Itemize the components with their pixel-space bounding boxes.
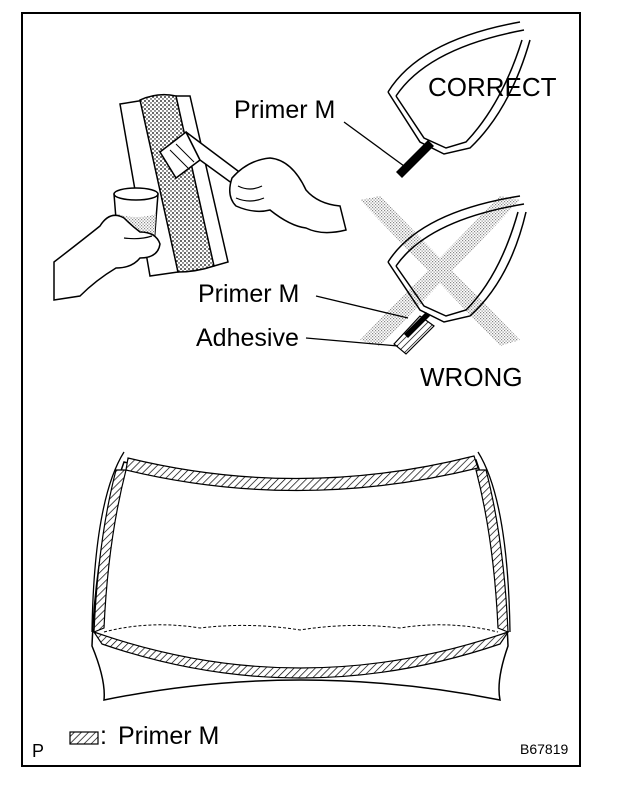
hatched-rectangle-icon — [69, 731, 99, 745]
figure-code: B67819 — [520, 741, 569, 757]
body-pillar — [119, 93, 229, 277]
legend-colon: : — [100, 722, 107, 750]
legend-label: Primer M — [118, 722, 220, 750]
label-wrong: WRONG — [420, 362, 523, 392]
label-adhesive: Adhesive — [196, 324, 299, 352]
label-primer-m-correct: Primer M — [234, 96, 336, 124]
left-hand-icon — [53, 214, 161, 301]
wrong-mark-x-cross-icon — [360, 196, 520, 346]
label-primer-m-wrong: Primer M — [198, 280, 300, 308]
wrong-glass-profile — [305, 195, 527, 355]
correct-glass-profile — [343, 21, 531, 178]
right-hand-icon — [229, 157, 347, 234]
windshield — [91, 451, 511, 701]
figure-frame — [21, 12, 581, 767]
corner-letter: P — [32, 741, 45, 761]
label-correct: CORRECT — [428, 72, 557, 102]
